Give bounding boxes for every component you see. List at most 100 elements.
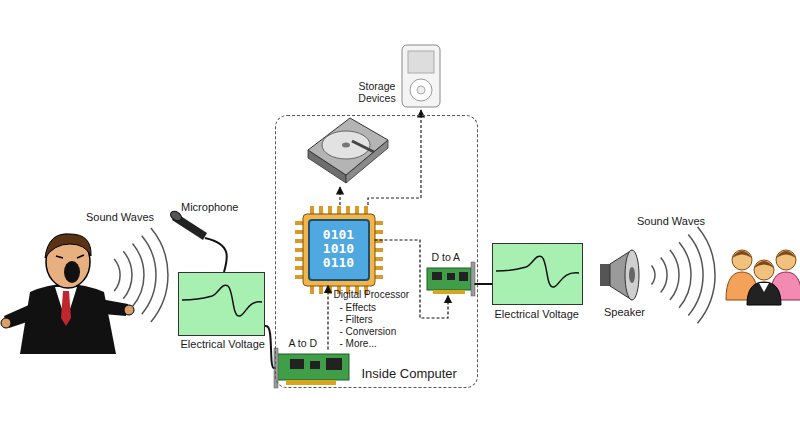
node-label: Inside Computer bbox=[362, 367, 472, 382]
ipod bbox=[408, 51, 434, 73]
adc-card bbox=[326, 358, 342, 370]
dac-card-node: D to A bbox=[425, 264, 475, 296]
node-label: D to A bbox=[432, 251, 482, 263]
audience bbox=[732, 250, 752, 270]
audience bbox=[770, 272, 800, 300]
ipod bbox=[410, 79, 432, 101]
sound-waves bbox=[688, 235, 703, 316]
ipod bbox=[402, 45, 440, 107]
audience bbox=[726, 250, 800, 305]
audience bbox=[759, 283, 769, 292]
microphone bbox=[169, 209, 227, 272]
voltage-scope: Electrical Voltage bbox=[178, 272, 265, 336]
callout-label: Sound Waves bbox=[637, 215, 727, 228]
processor-chip bbox=[310, 206, 372, 214]
speaker bbox=[625, 250, 639, 300]
processor-chip bbox=[295, 221, 303, 283]
data-flow-arrow bbox=[375, 240, 449, 318]
sound-waves bbox=[652, 265, 655, 284]
adc-card bbox=[290, 359, 304, 369]
storage-arrow bbox=[368, 110, 421, 205]
data-flow-arrow bbox=[327, 286, 328, 350]
processor-chip bbox=[375, 221, 383, 283]
microphone bbox=[169, 209, 183, 222]
processor-node: 0101 1010 0110Digital Processor- Effects… bbox=[303, 214, 375, 286]
sound-waves bbox=[670, 250, 679, 300]
ipod bbox=[402, 45, 440, 107]
singer bbox=[61, 291, 71, 326]
voltage-waveform bbox=[496, 256, 579, 287]
speaker bbox=[629, 267, 635, 283]
audience bbox=[754, 261, 774, 268]
singer bbox=[45, 234, 91, 258]
adc-card bbox=[310, 361, 320, 369]
hard-drive bbox=[352, 141, 374, 152]
callout-label: Speaker bbox=[604, 306, 664, 319]
processor-chip bbox=[303, 214, 375, 286]
callout-label: Sound Waves bbox=[86, 211, 176, 224]
singer bbox=[92, 298, 128, 316]
dac-card bbox=[447, 273, 455, 280]
singer bbox=[20, 284, 116, 354]
callout-label: Storage Devices bbox=[352, 80, 402, 104]
speaker bbox=[600, 264, 610, 286]
voltage-waveform bbox=[182, 256, 579, 316]
sound-waves bbox=[133, 244, 144, 307]
adc-card bbox=[286, 380, 336, 385]
storage-arrow bbox=[340, 110, 421, 205]
hard-drive bbox=[308, 118, 388, 175]
singer bbox=[46, 236, 90, 288]
signal-cable bbox=[475, 283, 493, 285]
processor-chip bbox=[299, 210, 379, 290]
hard-drive bbox=[308, 118, 388, 183]
sound-waves bbox=[652, 227, 716, 323]
audience bbox=[776, 250, 796, 270]
dac-card bbox=[427, 268, 471, 290]
singer bbox=[64, 261, 80, 283]
node-label: A to D bbox=[289, 337, 339, 349]
callout-label: Microphone bbox=[181, 201, 261, 214]
hard-drive bbox=[322, 131, 370, 159]
speaker bbox=[600, 250, 639, 300]
audience bbox=[754, 260, 774, 280]
node-label: - Effects bbox=[340, 302, 410, 314]
dac-card bbox=[459, 272, 468, 281]
singer bbox=[124, 305, 134, 315]
audience bbox=[732, 251, 752, 258]
singer bbox=[56, 255, 84, 258]
processor-chip bbox=[309, 220, 369, 280]
sound-waves bbox=[661, 258, 667, 293]
sound-waves bbox=[142, 236, 156, 314]
node-label: - Filters bbox=[340, 314, 410, 326]
singer bbox=[4, 300, 45, 328]
adc-card bbox=[274, 348, 278, 388]
dac-card bbox=[471, 262, 475, 296]
audience bbox=[776, 251, 796, 258]
microphone bbox=[172, 213, 207, 240]
speaker bbox=[610, 250, 632, 300]
voltage-scope: Electrical Voltage bbox=[492, 243, 583, 305]
sound-waves bbox=[698, 227, 716, 323]
microphone bbox=[205, 238, 227, 272]
dac-card bbox=[432, 272, 442, 280]
singer bbox=[1, 234, 134, 354]
sound-waves bbox=[114, 259, 120, 291]
sound-waves bbox=[114, 228, 168, 322]
computer-boundary: Inside Computer 0101 1010 0110Digital Pro… bbox=[275, 115, 478, 388]
hard-drive bbox=[346, 140, 388, 183]
storage-arrow bbox=[339, 187, 340, 205]
audience bbox=[747, 282, 781, 305]
node-label: - Conversion bbox=[340, 326, 410, 338]
voltage-waveform bbox=[182, 285, 262, 316]
hard-drive bbox=[342, 143, 350, 148]
adc-card-node: A to D bbox=[275, 350, 350, 385]
ipod bbox=[417, 86, 425, 94]
adc-card bbox=[277, 354, 349, 380]
singer bbox=[55, 287, 77, 322]
node-label: Electrical Voltage bbox=[181, 338, 291, 351]
processor-chip bbox=[310, 286, 372, 294]
